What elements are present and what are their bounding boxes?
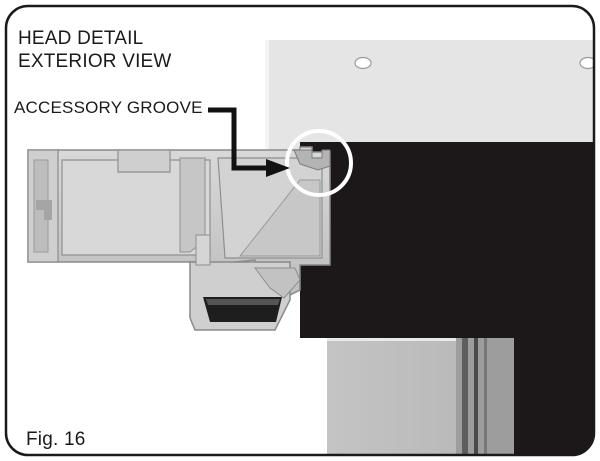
figure-border (4, 4, 596, 457)
title-line-1: HEAD DETAIL (18, 28, 144, 49)
head-profile-section (27, 146, 331, 331)
wall-panel (265, 40, 594, 150)
callout-arrow (208, 107, 290, 177)
accessory-groove (293, 149, 331, 171)
accessory-groove-label: ACCESSORY GROOVE (14, 98, 203, 117)
fastener-hole (579, 56, 594, 70)
groove-highlight-circle (285, 129, 353, 197)
fastener-hole (354, 56, 372, 70)
figure-number: Fig. 16 (26, 429, 86, 450)
title-line-2: EXTERIOR VIEW (18, 51, 172, 72)
